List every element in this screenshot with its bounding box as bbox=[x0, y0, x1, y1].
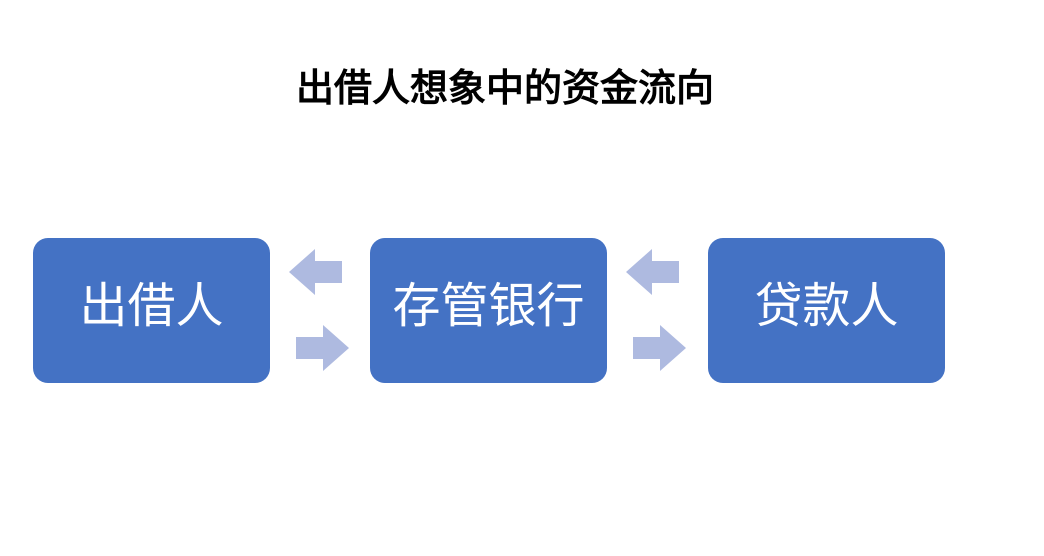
flow-node-borrower: 贷款人 bbox=[708, 238, 945, 383]
flow-node-lender-label: 出借人 bbox=[79, 279, 224, 333]
flow-node-lender: 出借人 bbox=[33, 238, 270, 383]
connector-bank-borrower bbox=[607, 238, 707, 383]
arrow-left-icon bbox=[289, 249, 342, 295]
arrow-right-icon bbox=[633, 325, 686, 371]
arrow-right-icon bbox=[296, 325, 349, 371]
connector-lender-bank bbox=[270, 238, 370, 383]
arrow-left-icon bbox=[626, 249, 679, 295]
flow-node-borrower-label: 贷款人 bbox=[754, 279, 899, 333]
diagram-title: 出借人想象中的资金流向 bbox=[295, 68, 714, 110]
flow-node-custodian-bank-label: 存管银行 bbox=[392, 279, 585, 333]
flow-node-custodian-bank: 存管银行 bbox=[370, 238, 607, 383]
